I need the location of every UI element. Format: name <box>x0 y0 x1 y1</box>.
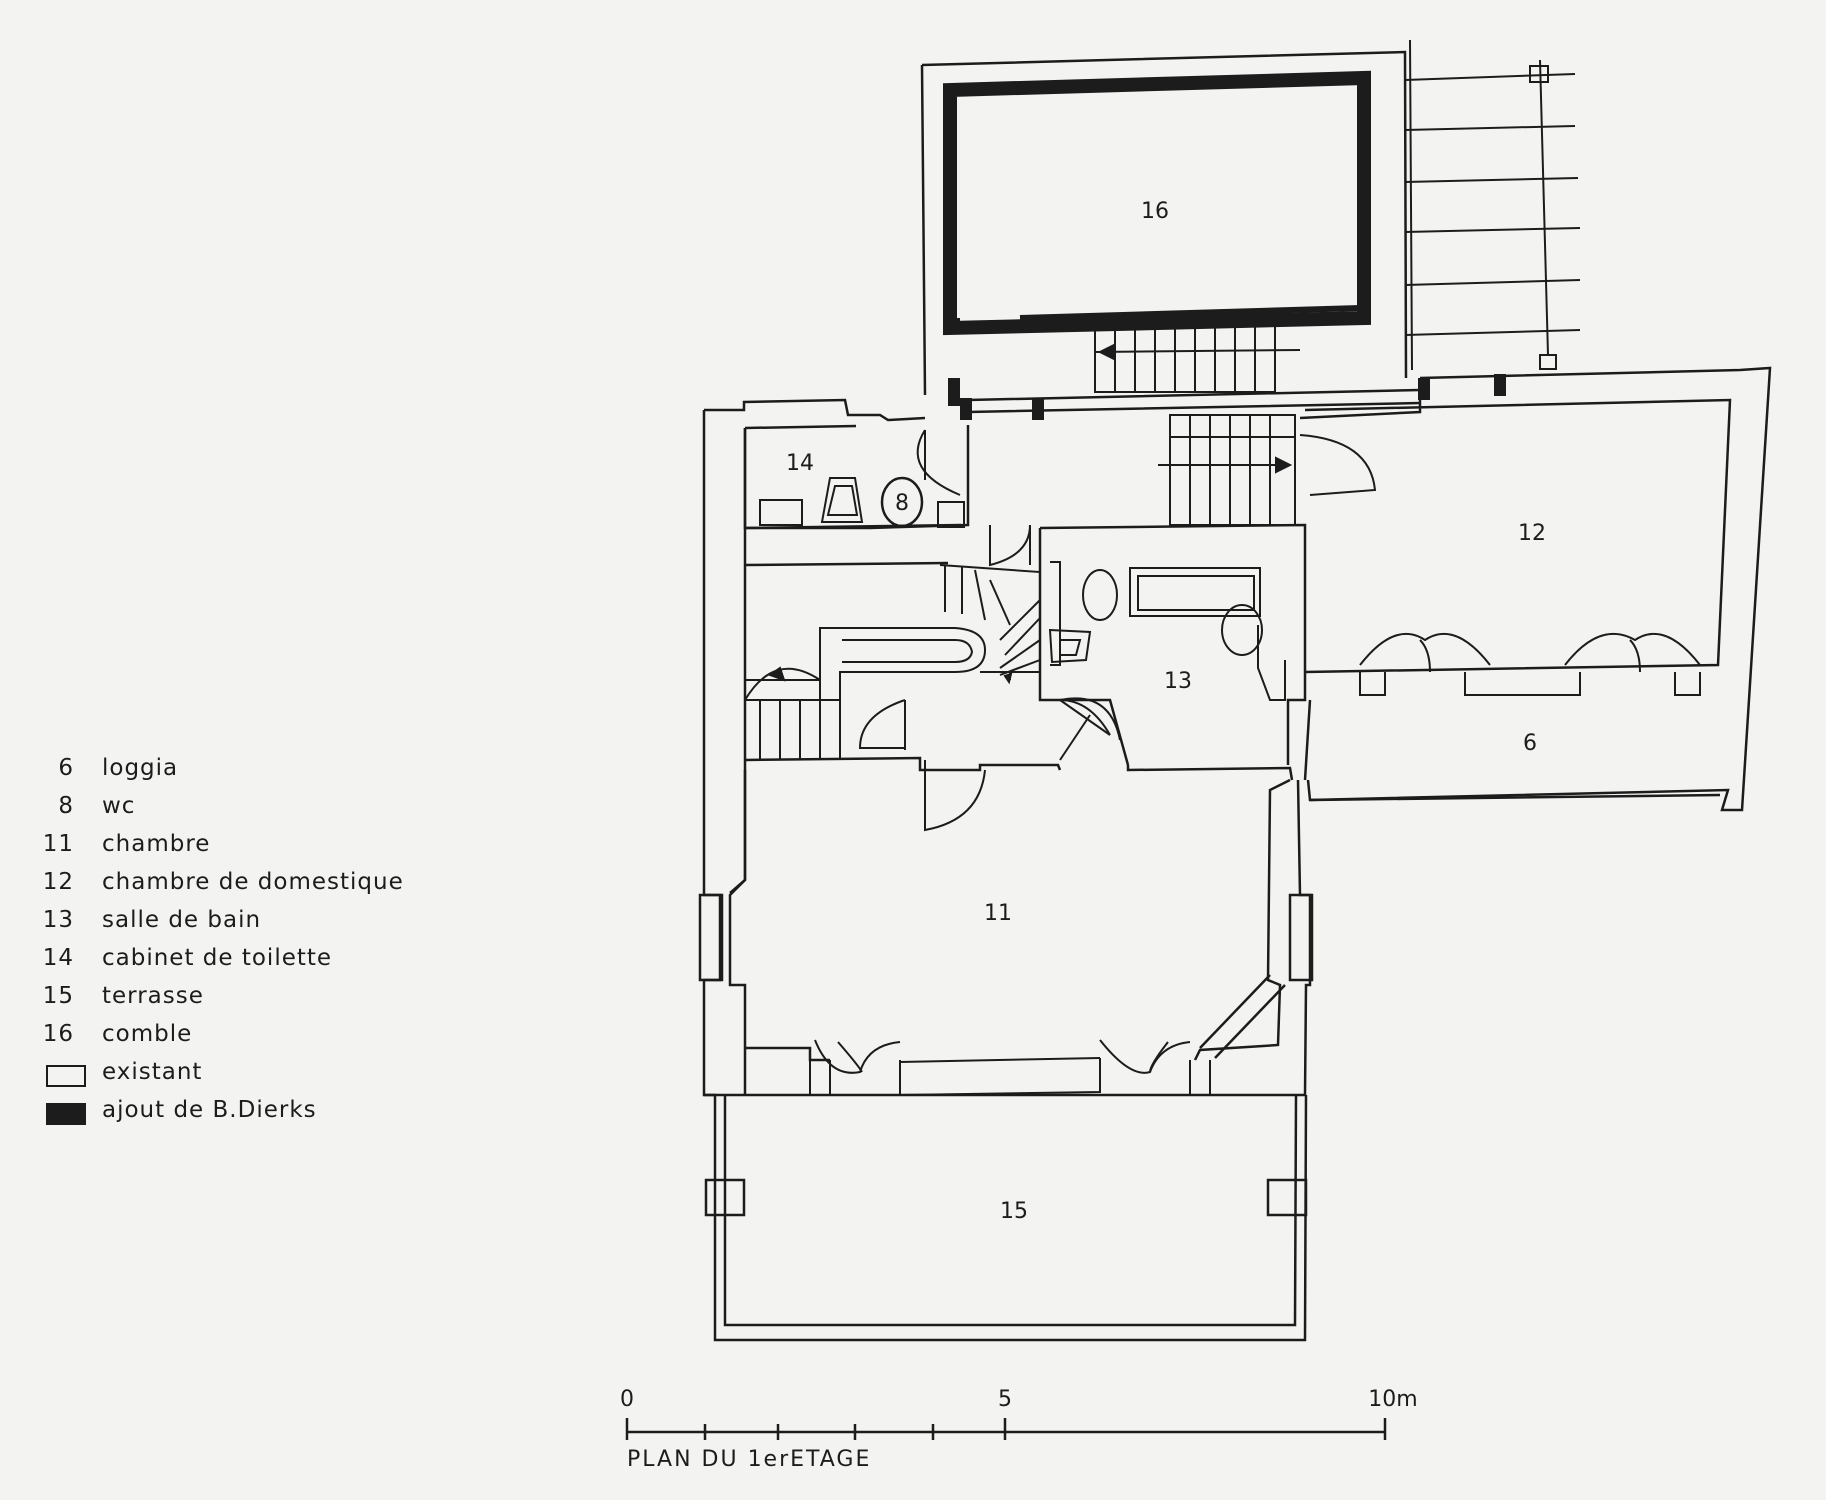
attic-outline <box>920 50 1408 396</box>
room-label-8: 8 <box>895 491 909 516</box>
chambre-windows <box>809 1039 1211 1097</box>
scale-bar <box>625 1418 1387 1440</box>
roof-grid <box>1404 39 1581 371</box>
door-14 <box>916 429 961 496</box>
chambre-walls <box>728 770 1291 1095</box>
terrace-pillar-right <box>1266 1178 1308 1217</box>
addition-swatch <box>46 1103 86 1125</box>
room-12-door <box>1299 434 1377 496</box>
room-label-14: 14 <box>786 451 814 476</box>
scale-tick-0: 0 <box>620 1387 634 1412</box>
scale-tick-10: 10m <box>1368 1387 1417 1412</box>
chambre-bay-wall <box>1199 974 1286 1059</box>
window-right <box>1288 893 1314 982</box>
wc-bowl <box>880 476 924 528</box>
attic-addition-wall <box>943 70 1371 336</box>
room-label-13: 13 <box>1164 669 1192 694</box>
legend-key-addition: ajout de B.Dierks <box>30 1097 450 1135</box>
loggia-arches <box>1359 632 1701 696</box>
hall-doors <box>858 524 1121 832</box>
existing-swatch <box>46 1065 86 1087</box>
room-label-11: 11 <box>984 901 1012 926</box>
terrace-pillar-left <box>704 1178 746 1217</box>
loggia-frame <box>1303 699 1721 802</box>
plan-caption: PLAN DU 1erETAGE <box>627 1447 871 1472</box>
room-14-walls <box>743 425 970 530</box>
service-stairs <box>1158 414 1296 526</box>
room-label-16: 16 <box>1141 199 1169 224</box>
room-13-fixtures <box>1048 561 1286 701</box>
attic-stairs <box>1094 321 1301 393</box>
legend-key-existing: existant <box>30 1059 450 1097</box>
scale-tick-5: 5 <box>998 1387 1012 1412</box>
main-staircase <box>744 564 1041 760</box>
room-label-12: 12 <box>1518 521 1546 546</box>
window-left <box>698 893 724 982</box>
door-13 <box>1059 699 1111 736</box>
room-label-15: 15 <box>1000 1199 1028 1224</box>
addition-marks <box>948 318 1506 420</box>
attic-inner-wall <box>1019 305 1361 321</box>
room-label-6: 6 <box>1523 731 1537 756</box>
room-14-fixtures <box>759 477 965 528</box>
